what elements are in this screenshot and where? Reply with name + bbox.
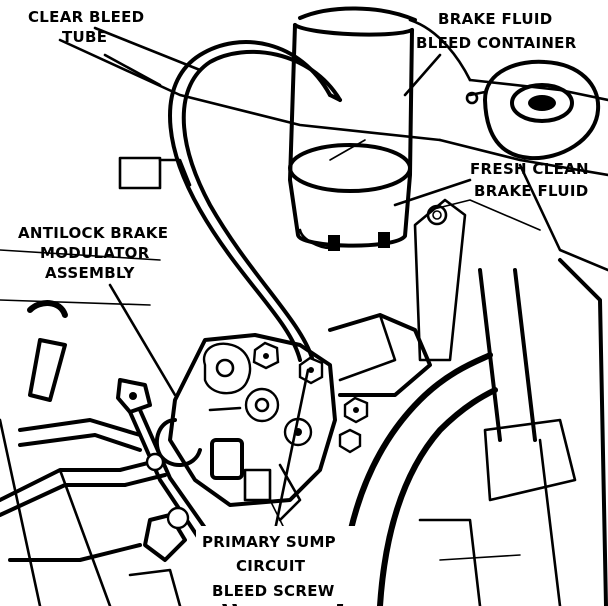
label-line: BRAKE FLUID (438, 10, 552, 28)
abs-modulator (154, 313, 432, 541)
brake-lines (0, 300, 237, 606)
label-line: TUBE (62, 28, 107, 46)
label-line: BLEED SCREW (212, 582, 335, 600)
bolt-3 (244, 387, 280, 423)
label-line: PRIMARY SUMP (202, 533, 336, 551)
label-line: BRAKE FLUID (474, 182, 588, 200)
label-clear-bleed-tube: CLEAR BLEED TUBE (28, 8, 144, 46)
bolt-6 (338, 428, 362, 454)
reservoir-cap (465, 59, 601, 161)
label-line: CIRCUIT (236, 557, 306, 575)
bolt-2 (298, 356, 324, 385)
label-line: CLEAR BLEED (28, 8, 144, 26)
engine-bay-background (0, 6, 608, 606)
bleed-container (288, 23, 414, 251)
leader-fresh-fluid (393, 178, 472, 207)
leader-bleed-tube (103, 53, 162, 87)
leader-lines (103, 53, 472, 532)
label-line: ASSEMBLY (45, 264, 135, 282)
label-line: ANTILOCK BRAKE (18, 224, 168, 242)
label-line: BLEED CONTAINER (416, 34, 577, 52)
label-bleed-container: BRAKE FLUID BLEED CONTAINER (416, 10, 577, 52)
leader-modulator (108, 283, 177, 397)
clear-bleed-tube (168, 40, 342, 362)
label-modulator: ANTILOCK BRAKE MODULATOR ASSEMBLY (18, 224, 168, 282)
leader-container (403, 53, 442, 97)
bolt-5 (343, 396, 369, 424)
label-fresh-fluid: FRESH CLEAN BRAKE FLUID (470, 160, 589, 200)
bolt-1 (252, 341, 280, 370)
label-line: MODULATOR (40, 244, 150, 262)
label-line: FRESH CLEAN (470, 160, 589, 178)
label-bleed-screw: PRIMARY SUMP CIRCUIT BLEED SCREW (196, 526, 356, 604)
leader-bleed-screw (273, 368, 310, 532)
